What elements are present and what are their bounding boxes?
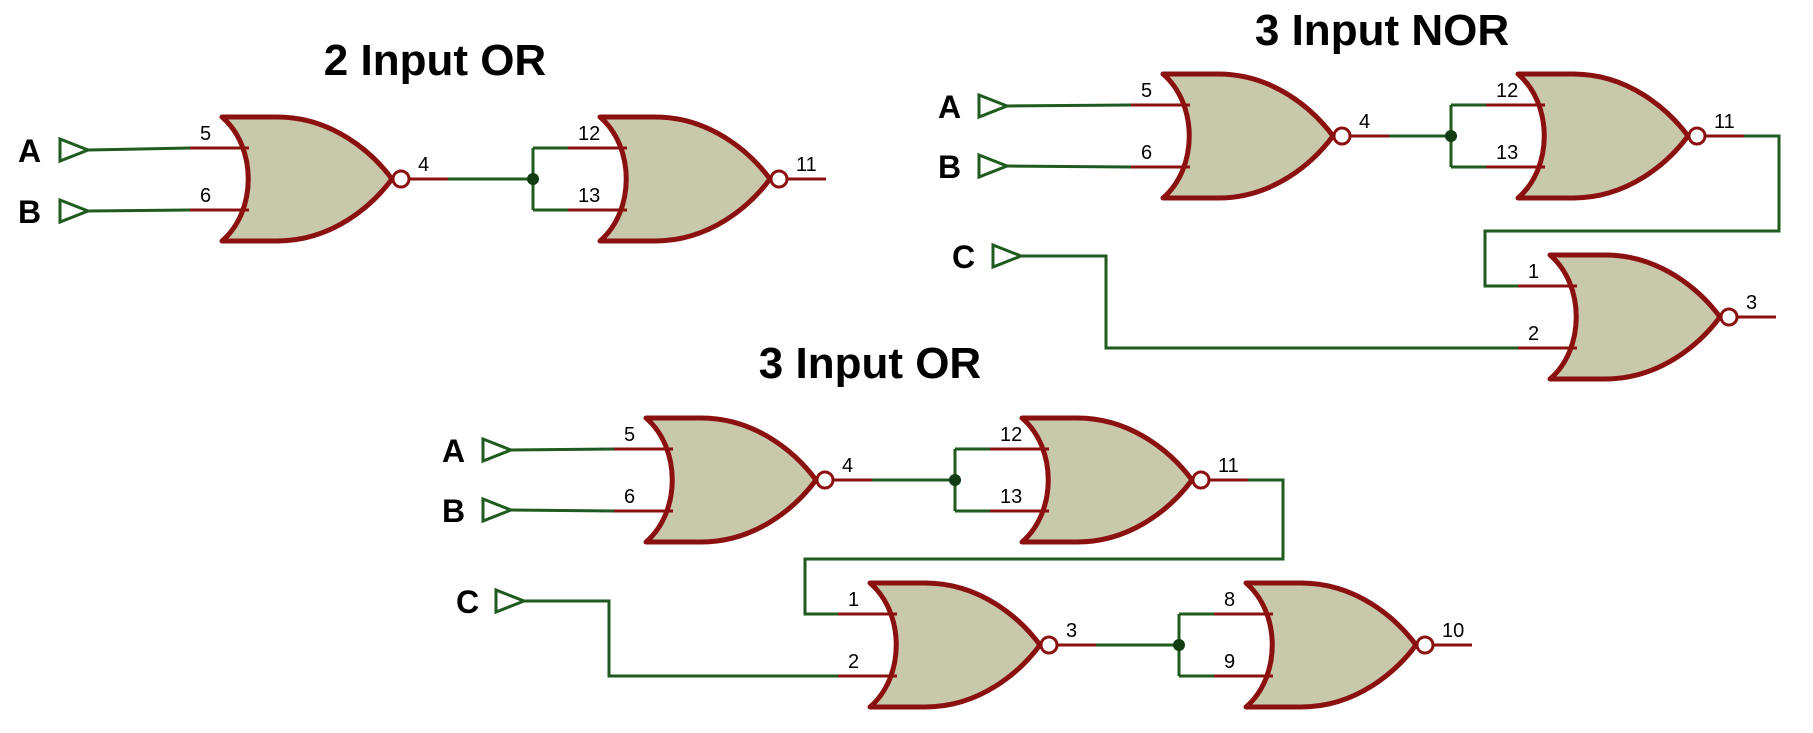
pin-number: 5 <box>200 123 211 145</box>
inverter-bubble <box>1191 470 1211 490</box>
wire <box>510 508 615 513</box>
gate-body <box>867 580 1043 710</box>
input-label: B <box>938 149 961 185</box>
pin-number: 11 <box>1714 111 1735 133</box>
pin-number: 2 <box>848 651 859 673</box>
nor-gate: 12 13 11 <box>990 415 1248 545</box>
wire <box>510 447 615 452</box>
wire <box>524 599 838 678</box>
nor-gate: 5 6 4 <box>1131 71 1389 201</box>
inverter-bubble <box>391 169 411 189</box>
pin-number: 12 <box>1496 80 1518 102</box>
input-terminal: B <box>938 149 1012 185</box>
pin-number: 9 <box>1224 651 1235 673</box>
terminal-arrow <box>58 136 93 164</box>
pin-number: 4 <box>842 455 853 477</box>
input-label: A <box>442 433 465 469</box>
section-title: 3 Input NOR <box>1255 6 1509 55</box>
wire <box>1021 254 1518 350</box>
pin-number: 3 <box>1066 620 1077 642</box>
pin-number: 6 <box>200 185 211 207</box>
pin-number: 2 <box>1528 323 1539 345</box>
junction-dot <box>949 474 961 486</box>
gate-body <box>1019 415 1195 545</box>
gate-body <box>219 114 395 244</box>
terminal-arrow <box>977 152 1012 180</box>
gate-body <box>1160 71 1336 201</box>
input-label: B <box>442 493 465 529</box>
input-label: C <box>456 584 479 620</box>
pin-number: 12 <box>578 123 600 145</box>
input-terminal: C <box>456 584 529 620</box>
pin-number: 12 <box>1000 424 1022 446</box>
pin-number: 3 <box>1746 292 1757 314</box>
inverter-bubble <box>1687 126 1707 146</box>
terminal-arrow <box>494 587 529 615</box>
pin-number: 13 <box>578 185 600 207</box>
nor-gate: 8 9 10 <box>1214 580 1472 710</box>
inverter-bubble <box>1415 635 1435 655</box>
gate-body <box>1243 580 1419 710</box>
pin-number: 5 <box>624 424 635 446</box>
pin-number: 11 <box>796 154 817 176</box>
pin-number: 4 <box>1359 111 1370 133</box>
nor-gate: 12 13 11 <box>568 114 826 244</box>
gate-body <box>1515 71 1691 201</box>
junction-dot <box>1445 130 1457 142</box>
terminal-arrow <box>481 496 516 524</box>
pin-number: 6 <box>624 486 635 508</box>
inverter-bubble <box>769 169 789 189</box>
input-terminal: A <box>938 89 1012 125</box>
gate-body <box>643 415 819 545</box>
input-label: B <box>18 194 41 230</box>
pin-number: 13 <box>1496 142 1518 164</box>
wire <box>1006 164 1132 169</box>
wire <box>87 146 191 152</box>
nor-gate: 12 13 11 <box>1486 71 1744 201</box>
pin-number: 5 <box>1141 80 1152 102</box>
input-terminal: B <box>18 194 93 230</box>
input-terminal: B <box>442 493 516 529</box>
terminal-arrow <box>977 92 1012 120</box>
nor-gate: 5 6 4 <box>190 114 448 244</box>
nor-gate: 1 2 3 <box>1518 252 1776 382</box>
input-label: A <box>18 133 41 169</box>
terminal-arrow <box>58 197 93 225</box>
nor-gate: 5 6 4 <box>614 415 872 545</box>
input-terminal: A <box>442 433 516 469</box>
pin-number: 1 <box>1528 261 1539 283</box>
gate-body <box>1547 252 1723 382</box>
inverter-bubble <box>815 470 835 490</box>
section-title: 3 Input OR <box>759 339 981 388</box>
terminal-arrow <box>481 436 516 464</box>
wire <box>1483 134 1781 288</box>
pin-number: 10 <box>1442 620 1464 642</box>
wire <box>1006 103 1132 108</box>
pin-number: 11 <box>1218 455 1239 477</box>
pin-number: 13 <box>1000 486 1022 508</box>
nor-gate: 1 2 3 <box>838 580 1096 710</box>
pin-number: 8 <box>1224 589 1235 611</box>
inverter-bubble <box>1332 126 1352 146</box>
pin-number: 6 <box>1141 142 1152 164</box>
pin-number: 4 <box>418 154 429 176</box>
input-label: A <box>938 89 961 125</box>
input-terminal: C <box>952 239 1026 275</box>
junction-dot <box>1173 639 1185 651</box>
inverter-bubble <box>1039 635 1059 655</box>
terminal-arrow <box>991 242 1026 270</box>
pin-number: 1 <box>848 589 859 611</box>
wire <box>803 478 1285 616</box>
section-title: 2 Input OR <box>324 36 546 85</box>
wire <box>87 208 191 213</box>
input-label: C <box>952 239 975 275</box>
gate-body <box>597 114 773 244</box>
input-terminal: A <box>18 133 93 169</box>
junction-dot <box>527 173 539 185</box>
inverter-bubble <box>1719 307 1739 327</box>
